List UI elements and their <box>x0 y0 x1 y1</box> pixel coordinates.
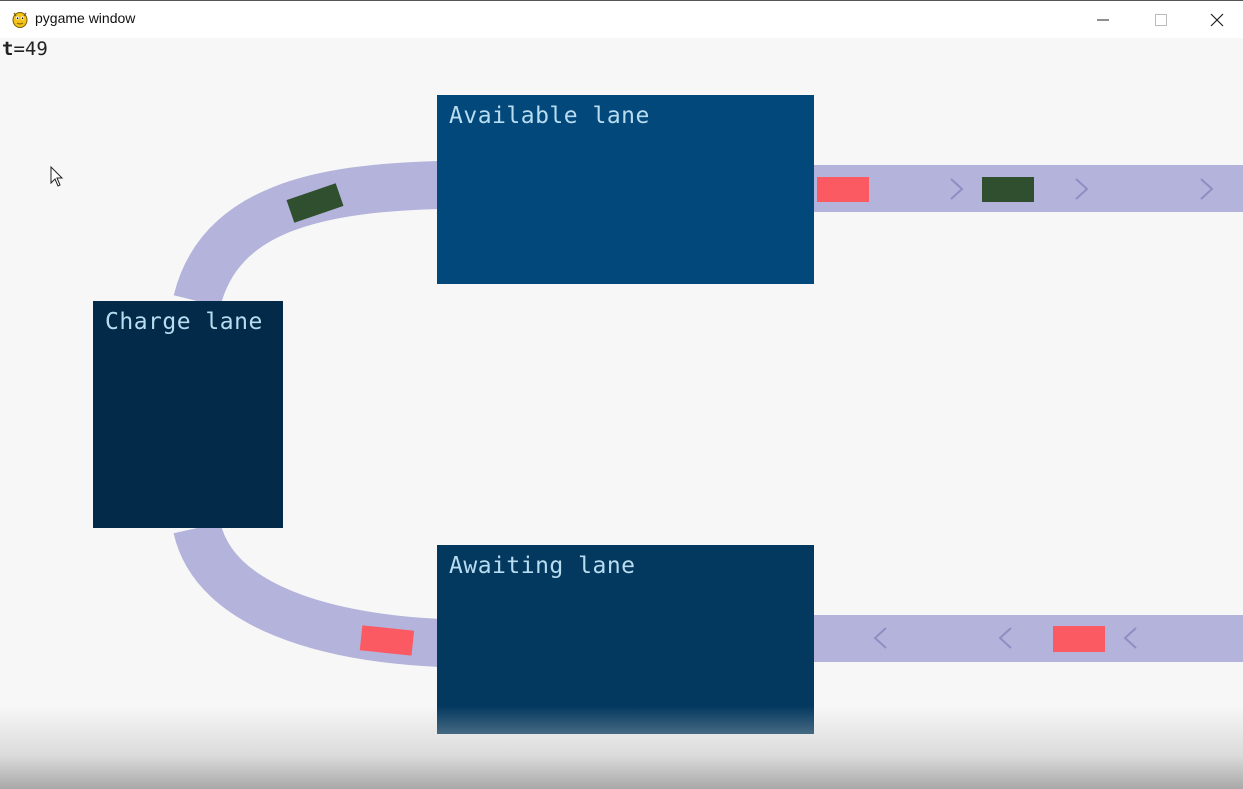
arrow-right-icon <box>1200 178 1214 200</box>
vehicle-red-incoming <box>1053 626 1105 652</box>
arrow-left-icon <box>998 627 1012 649</box>
incoming-road <box>812 615 1243 662</box>
minimize-button[interactable] <box>1074 1 1132 39</box>
time-prefix: t <box>2 38 14 60</box>
minimize-icon <box>1097 19 1109 21</box>
charge-lane-label: Charge lane <box>105 309 263 335</box>
window-title: pygame window <box>35 10 136 26</box>
window-titlebar: pygame window <box>0 0 1243 38</box>
awaiting-lane: Awaiting lane <box>437 545 814 734</box>
upper-curve-road <box>173 161 441 308</box>
awaiting-lane-label: Awaiting lane <box>449 553 636 579</box>
time-counter: t=49 <box>2 38 48 60</box>
mouse-cursor-icon <box>50 166 64 187</box>
time-value: =49 <box>13 38 48 60</box>
arrow-right-icon <box>950 178 964 200</box>
arrow-left-icon <box>873 627 887 649</box>
available-lane-label: Available lane <box>449 103 650 129</box>
available-lane: Available lane <box>437 95 814 284</box>
pygame-snake-icon <box>12 12 28 28</box>
game-canvas[interactable]: t=49 Available lane Charge lane Awaiting… <box>0 38 1243 789</box>
charge-lane: Charge lane <box>93 301 283 528</box>
track-layer <box>173 161 1243 667</box>
vehicle-red-outgoing <box>817 177 869 202</box>
vehicle-red-lower-curve <box>359 625 415 656</box>
maximize-icon <box>1155 14 1167 26</box>
close-icon <box>1210 13 1223 27</box>
vehicle-green-upper-curve <box>286 183 344 223</box>
arrow-left-icon <box>1123 627 1137 649</box>
vehicle-green-outgoing <box>982 177 1034 202</box>
maximize-button[interactable] <box>1132 1 1190 39</box>
close-button[interactable] <box>1190 1 1243 39</box>
lower-curve-road <box>173 521 442 667</box>
arrow-right-icon <box>1075 178 1089 200</box>
